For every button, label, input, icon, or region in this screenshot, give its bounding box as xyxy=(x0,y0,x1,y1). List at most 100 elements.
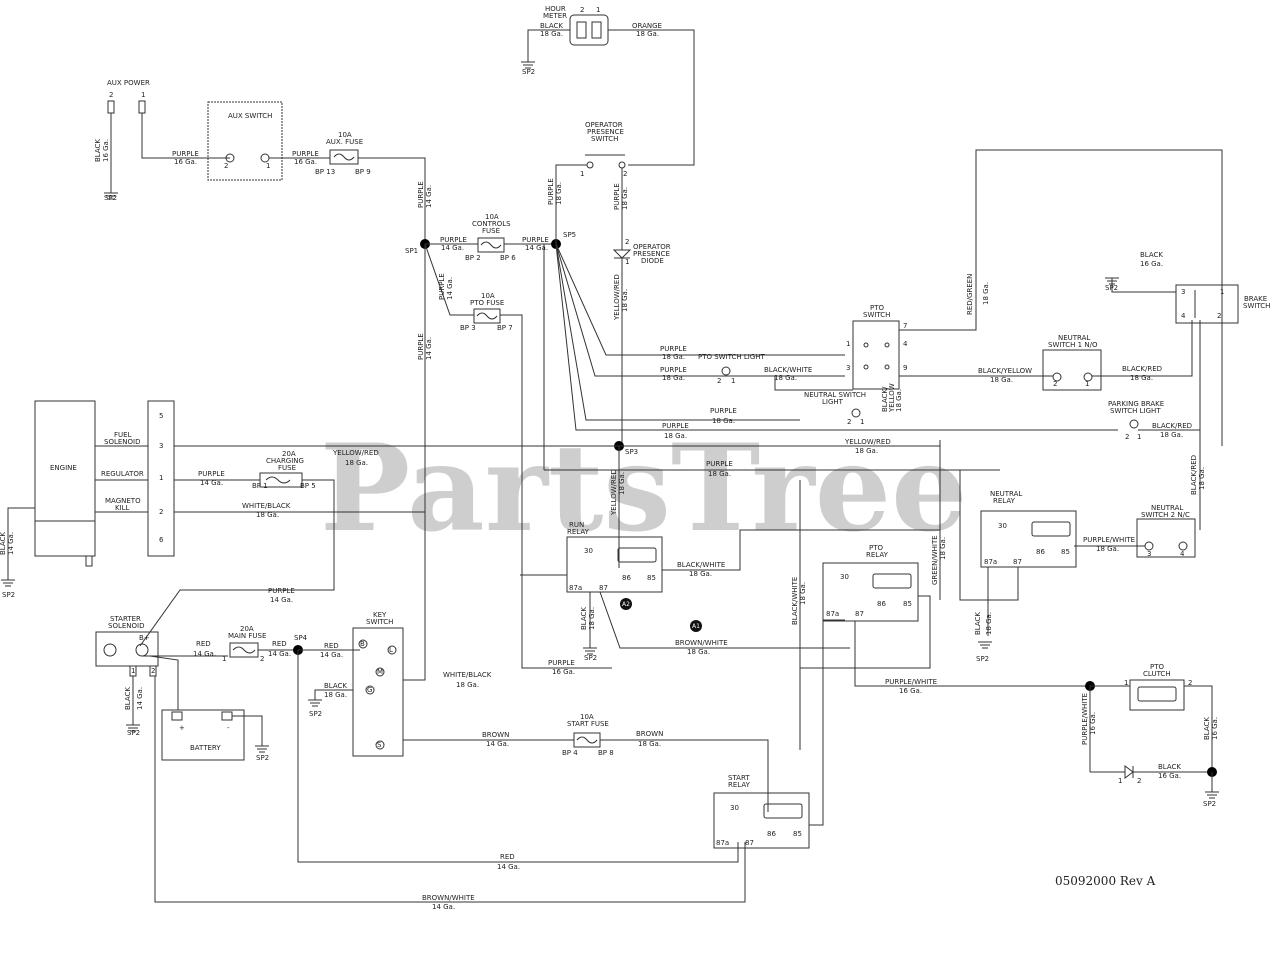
svg-text:BROWN/WHITE: BROWN/WHITE xyxy=(422,894,475,902)
svg-text:PURPLE: PURPLE xyxy=(198,470,225,478)
svg-text:BROWN/WHITE: BROWN/WHITE xyxy=(675,639,728,647)
svg-text:14 Ga.: 14 Ga. xyxy=(486,740,509,748)
svg-text:PURPLE/WHITE: PURPLE/WHITE xyxy=(885,678,937,686)
revision-label: 05092000 Rev A xyxy=(1055,874,1156,888)
svg-text:OPERATOR: OPERATOR xyxy=(633,243,671,251)
svg-text:87: 87 xyxy=(1013,558,1022,566)
svg-text:PARKING BRAKE: PARKING BRAKE xyxy=(1108,400,1164,408)
svg-text:YELLOW/RED: YELLOW/RED xyxy=(613,274,621,321)
svg-text:PRESENCE: PRESENCE xyxy=(587,128,624,136)
svg-text:18 Ga.: 18 Ga. xyxy=(662,374,685,382)
svg-text:9: 9 xyxy=(903,364,907,372)
svg-text:86: 86 xyxy=(1036,548,1045,556)
svg-text:PURPLE: PURPLE xyxy=(417,181,425,208)
svg-text:30: 30 xyxy=(730,804,739,812)
svg-text:GREEN/WHITE: GREEN/WHITE xyxy=(931,535,939,585)
svg-text:1: 1 xyxy=(1085,380,1089,388)
svg-text:SWITCH: SWITCH xyxy=(863,311,890,319)
svg-text:OPERATOR: OPERATOR xyxy=(585,121,623,129)
svg-text:FUEL: FUEL xyxy=(114,431,132,439)
svg-text:YELLOW: YELLOW xyxy=(888,383,896,413)
svg-text:SP2: SP2 xyxy=(976,655,989,663)
svg-text:14 Ga.: 14 Ga. xyxy=(193,650,216,658)
svg-text:85: 85 xyxy=(647,574,656,582)
svg-text:1: 1 xyxy=(141,91,145,99)
svg-text:20A: 20A xyxy=(240,625,254,633)
svg-text:BLACK: BLACK xyxy=(124,687,132,710)
svg-text:STARTER: STARTER xyxy=(110,615,141,623)
svg-text:14 Ga.: 14 Ga. xyxy=(200,479,223,487)
svg-text:PURPLE: PURPLE xyxy=(548,659,575,667)
svg-text:AUX. FUSE: AUX. FUSE xyxy=(326,138,363,146)
svg-text:ENGINE: ENGINE xyxy=(50,464,77,472)
svg-text:SP1: SP1 xyxy=(405,247,418,255)
svg-text:18 Ga.: 18 Ga. xyxy=(1160,431,1183,439)
svg-text:NEUTRAL: NEUTRAL xyxy=(1058,334,1090,342)
svg-text:SP2: SP2 xyxy=(127,729,140,737)
svg-text:3: 3 xyxy=(1181,288,1185,296)
svg-text:18 Ga.: 18 Ga. xyxy=(712,417,735,425)
svg-text:RED: RED xyxy=(324,642,339,650)
svg-text:CLUTCH: CLUTCH xyxy=(1143,670,1171,678)
svg-text:18 Ga.: 18 Ga. xyxy=(540,30,563,38)
svg-text:2: 2 xyxy=(1053,380,1057,388)
svg-text:AUX POWER: AUX POWER xyxy=(107,79,150,87)
svg-text:87a: 87a xyxy=(984,558,997,566)
svg-text:3: 3 xyxy=(1147,550,1151,558)
svg-text:16 Ga.: 16 Ga. xyxy=(102,139,110,162)
svg-text:1: 1 xyxy=(596,6,600,14)
svg-text:RED: RED xyxy=(500,853,515,861)
svg-text:16 Ga.: 16 Ga. xyxy=(1158,772,1181,780)
svg-text:18 Ga.: 18 Ga. xyxy=(664,432,687,440)
svg-text:RED: RED xyxy=(272,640,287,648)
svg-text:1: 1 xyxy=(1118,777,1122,785)
svg-text:18 Ga.: 18 Ga. xyxy=(1130,374,1153,382)
svg-text:18 Ga.: 18 Ga. xyxy=(621,289,629,312)
svg-text:14 Ga.: 14 Ga. xyxy=(425,185,433,208)
svg-text:85: 85 xyxy=(903,600,912,608)
svg-text:SP4: SP4 xyxy=(294,634,308,642)
svg-text:2: 2 xyxy=(260,655,264,663)
svg-text:PURPLE: PURPLE xyxy=(438,273,446,300)
svg-text:FUSE: FUSE xyxy=(278,464,296,472)
svg-text:HOUR: HOUR xyxy=(545,5,566,13)
svg-text:YELLOW/RED: YELLOW/RED xyxy=(332,449,379,457)
svg-text:SP2: SP2 xyxy=(104,194,117,202)
svg-text:BLACK/RED: BLACK/RED xyxy=(1190,455,1198,495)
svg-text:BLACK/WHITE: BLACK/WHITE xyxy=(791,577,799,625)
svg-text:30: 30 xyxy=(840,573,849,581)
svg-text:B: B xyxy=(360,640,365,648)
svg-text:PURPLE/WHITE: PURPLE/WHITE xyxy=(1081,693,1089,745)
svg-text:SWITCH: SWITCH xyxy=(366,618,393,626)
svg-text:18 Ga.: 18 Ga. xyxy=(687,648,710,656)
svg-text:PURPLE: PURPLE xyxy=(662,422,689,430)
svg-text:14 Ga.: 14 Ga. xyxy=(525,244,548,252)
callout-a1: A1 xyxy=(692,623,700,630)
svg-text:18 Ga.: 18 Ga. xyxy=(588,607,596,630)
svg-text:WHITE/BLACK: WHITE/BLACK xyxy=(443,671,492,679)
svg-text:30: 30 xyxy=(584,547,593,555)
svg-text:PURPLE: PURPLE xyxy=(440,236,467,244)
engine: ENGINE 53 12 6 xyxy=(34,400,175,557)
svg-text:14 Ga.: 14 Ga. xyxy=(432,903,455,911)
svg-text:BLACK/RED: BLACK/RED xyxy=(1152,422,1192,430)
svg-text:18 Ga.: 18 Ga. xyxy=(689,570,712,578)
svg-text:BATTERY: BATTERY xyxy=(190,744,221,752)
svg-text:MAGNETO: MAGNETO xyxy=(105,497,141,505)
svg-text:KEY: KEY xyxy=(373,611,387,619)
svg-text:3: 3 xyxy=(846,364,850,372)
svg-text:18 Ga.: 18 Ga. xyxy=(855,447,878,455)
svg-text:DIODE: DIODE xyxy=(641,257,664,265)
svg-text:14 Ga.: 14 Ga. xyxy=(425,337,433,360)
svg-text:BLACK/WHITE: BLACK/WHITE xyxy=(764,366,812,374)
svg-text:B+: B+ xyxy=(139,634,150,642)
svg-text:SP3: SP3 xyxy=(625,448,638,456)
svg-text:BP 4: BP 4 xyxy=(562,749,578,757)
svg-text:5: 5 xyxy=(159,412,163,420)
